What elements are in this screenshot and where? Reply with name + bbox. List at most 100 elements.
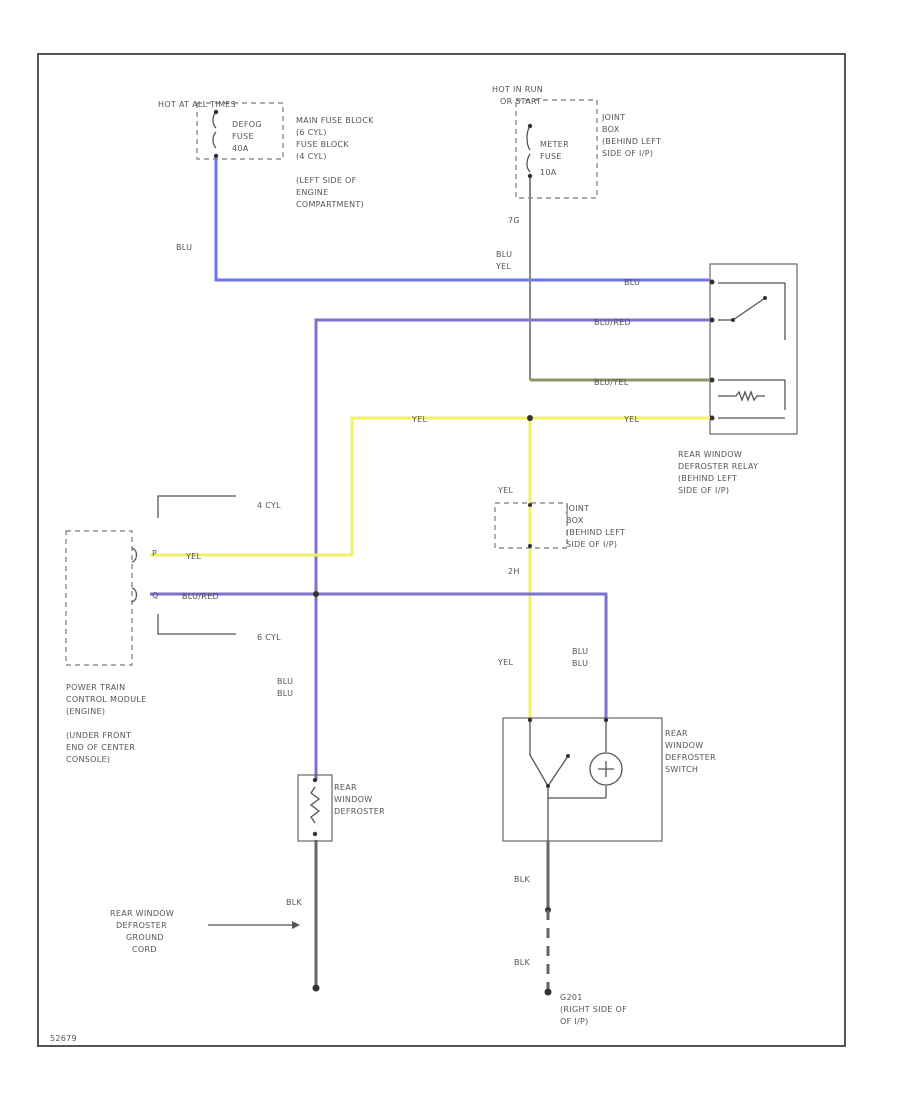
wire-blu-yel-vert-label-1: BLU <box>496 250 512 259</box>
meter-fuse-label-3: 10A <box>540 168 557 177</box>
wire-blu-red-pcm-label: BLU/RED <box>182 592 219 601</box>
wire-blu-yel-label: BLU/YEL <box>594 378 629 387</box>
defog-fuse-label-3: 40A <box>232 144 249 153</box>
relay-label-4: SIDE OF I/P) <box>678 486 729 495</box>
pcm: 4 CYL 6 CYL P Q POWER TRAIN CONTROL MODU… <box>65 495 281 764</box>
main-fuse-block-label-5: (LEFT SIDE OF <box>296 176 357 185</box>
main-fuse-block-label-3: FUSE BLOCK <box>296 140 349 149</box>
figure-id: 52679 <box>50 1034 77 1043</box>
defog-fuse-label-1: DEFOG <box>232 120 262 129</box>
wire-blu-label-vert: BLU <box>176 243 192 252</box>
defog-fuse-label-2: FUSE <box>232 132 254 141</box>
diagram-frame <box>37 53 846 1047</box>
terminal-2h-label: 2H <box>508 567 520 576</box>
pcm-4cyl-label: 4 CYL <box>257 501 281 510</box>
main-fuse-block-label-1: MAIN FUSE BLOCK <box>296 116 374 125</box>
wire-yel-label-3: YEL <box>185 552 202 561</box>
pcm-location-2: END OF CENTER <box>66 743 135 752</box>
wire-blu-red <box>314 318 710 780</box>
rear-window-defroster: REAR WINDOW DEFROSTER <box>297 774 385 842</box>
pcm-location-1: (UNDER FRONT <box>66 731 131 740</box>
main-fuse-block-label-4: (4 CYL) <box>296 152 327 161</box>
joint-box-2-label-1: JOINT <box>565 504 589 513</box>
switch-label-4: SWITCH <box>665 765 698 774</box>
ground-cord-label-3: GROUND <box>126 933 164 942</box>
pcm-location-3: CONSOLE) <box>66 755 110 764</box>
main-fuse-block-label-6: ENGINE <box>296 188 328 197</box>
ground-cord-arrowhead <box>292 921 300 929</box>
main-fuse-block-outline <box>196 102 284 160</box>
pcm-pin-p-label: P <box>152 549 157 558</box>
wire-yel-label-1: YEL <box>411 415 428 424</box>
meter-fuse-label-1: METER <box>540 140 569 149</box>
defog-fuse-symbol <box>212 111 217 149</box>
hot-in-run-label-2: OR START <box>500 97 541 106</box>
ground-cord-label-2: DEFROSTER <box>116 921 167 930</box>
wire-blk-label-3: BLK <box>514 958 531 967</box>
relay-label-2: DEFROSTER RELAY <box>678 462 758 471</box>
wire-blk-label-2: BLK <box>514 875 531 884</box>
wire-blu-label-horiz: BLU <box>624 278 640 287</box>
pcm-pin-q-label: Q <box>152 591 159 600</box>
defog-fuse-block: HOT AT ALL TIMES DEFOG FUSE 40A MAIN FUS… <box>158 100 374 209</box>
ground-cord-callout: REAR WINDOW DEFROSTER GROUND CORD <box>110 909 300 954</box>
wire-yel-label-4: YEL <box>497 658 514 667</box>
joint-box-1-label-4: SIDE OF I/P) <box>602 149 653 158</box>
switch-label-2: WINDOW <box>665 741 703 750</box>
relay-label-3: (BEHIND LEFT <box>678 474 737 483</box>
switch-indicator-lamp <box>589 752 623 786</box>
g201-label-2: (RIGHT SIDE OF <box>560 1005 627 1014</box>
meter-fuse-symbol <box>526 125 531 173</box>
pcm-label-1: POWER TRAIN <box>66 683 125 692</box>
defroster-relay: REAR WINDOW DEFROSTER RELAY (BEHIND LEFT… <box>678 263 798 495</box>
pcm-6cyl-label: 6 CYL <box>257 633 281 642</box>
ground-cord-label-1: REAR WINDOW <box>110 909 174 918</box>
joint-box-1-label-3: (BEHIND LEFT <box>602 137 661 146</box>
main-fuse-block-label-2: (6 CYL) <box>296 128 327 137</box>
g201-terminal <box>544 988 552 996</box>
switch-outline <box>502 717 663 842</box>
ground-cord-terminal <box>312 984 320 992</box>
defroster-element <box>309 786 321 824</box>
joint-box-2-label-3: (BEHIND LEFT <box>566 528 625 537</box>
splice-blu-red <box>313 591 319 597</box>
wire-blu-blu-2-label-1: BLU <box>277 677 293 686</box>
pcm-label-3: (ENGINE) <box>66 707 105 716</box>
wire-yel-label-2: YEL <box>623 415 640 424</box>
wire-blu-red-pcm <box>150 592 608 718</box>
wire-blk-label-1: BLK <box>286 898 303 907</box>
joint-box-2-label-4: SIDE OF I/P) <box>566 540 617 549</box>
joint-box-2-wire-label: YEL <box>497 486 514 495</box>
wire-blu-yel-vert-label-2: YEL <box>495 262 512 271</box>
joint-box-1-outline <box>515 99 598 199</box>
defroster-label-3: DEFROSTER <box>334 807 385 816</box>
meter-fuse-label-2: FUSE <box>540 152 562 161</box>
relay-label-1: REAR WINDOW <box>678 450 742 459</box>
pcm-outline <box>65 530 133 666</box>
joint-box-2-outline <box>494 502 568 549</box>
joint-box-2: YEL JOINT BOX (BEHIND LEFT SIDE OF I/P) … <box>494 486 625 576</box>
joint-box-1-label-2: BOX <box>602 125 620 134</box>
hot-in-run-label-1: HOT IN RUN <box>492 85 543 94</box>
g201-label-3: OF I/P) <box>560 1017 589 1026</box>
relay-outline <box>709 263 798 435</box>
splice-yel <box>527 415 533 421</box>
relay-coil <box>728 390 765 402</box>
defroster-label-2: WINDOW <box>334 795 372 804</box>
terminal-7g-label: 7G <box>508 216 520 225</box>
pcm-4cyl-bracket <box>157 495 236 518</box>
main-fuse-block-label-7: COMPARTMENT) <box>296 200 364 209</box>
switch-label-1: REAR <box>665 729 688 738</box>
wire-yel <box>150 416 710 557</box>
wire-blu-blu-label-1: BLU <box>572 647 588 656</box>
defroster-label-1: REAR <box>334 783 357 792</box>
wire-blu-red-label: BLU/RED <box>594 318 631 327</box>
hot-at-all-times-label: HOT AT ALL TIMES <box>158 100 236 109</box>
g201-label-1: G201 <box>560 993 583 1002</box>
pcm-6cyl-bracket <box>157 614 236 635</box>
defroster-switch: REAR WINDOW DEFROSTER SWITCH <box>502 717 716 842</box>
meter-fuse-block: HOT IN RUN OR START METER FUSE 10A JOINT… <box>492 85 661 199</box>
pcm-label-2: CONTROL MODULE <box>66 695 147 704</box>
joint-box-1-label-1: JOINT <box>601 113 625 122</box>
wire-blu-blu-2-label-2: BLU <box>277 689 293 698</box>
